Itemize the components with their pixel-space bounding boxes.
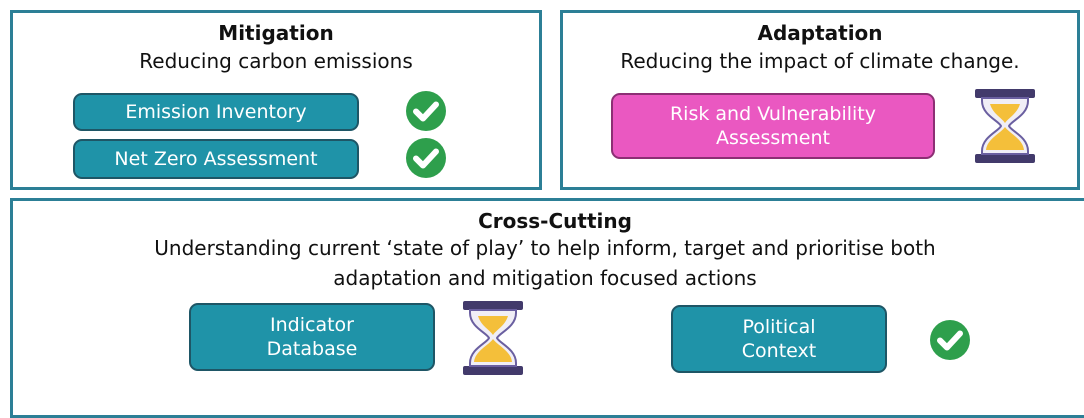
risk-vulnerability-assessment-box: Risk and Vulnerability Assessment: [611, 93, 935, 159]
mitigation-title: Mitigation: [218, 21, 334, 45]
cross-cutting-panel: Cross-Cutting Understanding current ‘sta…: [10, 198, 1084, 418]
net-zero-assessment-box: Net Zero Assessment: [73, 139, 359, 179]
political-context-box: Political Context: [671, 305, 887, 373]
adaptation-panel: Adaptation Reducing the impact of climat…: [560, 10, 1080, 190]
cross-cutting-title: Cross-Cutting: [478, 209, 632, 233]
cross-cutting-subtitle-line1: Understanding current ‘state of play’ to…: [154, 236, 936, 260]
hourglass-icon: [975, 89, 1035, 163]
hourglass-icon: [463, 301, 523, 375]
adaptation-title: Adaptation: [757, 21, 883, 45]
check-icon: [406, 91, 446, 131]
check-icon: [930, 320, 970, 360]
check-icon: [406, 138, 446, 178]
mitigation-panel: Mitigation Reducing carbon emissions Emi…: [10, 10, 542, 190]
cross-cutting-subtitle-line2: adaptation and mitigation focused action…: [333, 266, 757, 290]
mitigation-subtitle: Reducing carbon emissions: [139, 49, 413, 73]
indicator-database-box: Indicator Database: [189, 303, 435, 371]
emission-inventory-box: Emission Inventory: [73, 93, 359, 131]
adaptation-subtitle: Reducing the impact of climate change.: [620, 49, 1020, 73]
